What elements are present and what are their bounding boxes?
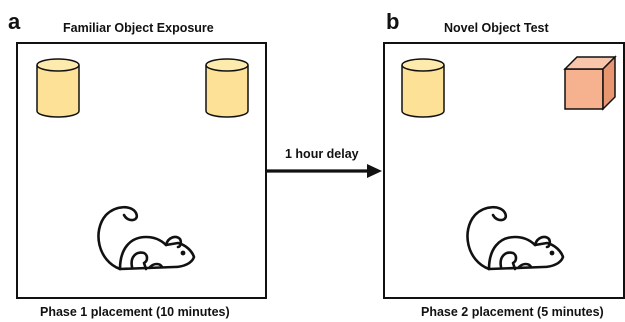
delay-label: 1 hour delay	[285, 147, 359, 161]
arena-phase-1	[16, 42, 267, 299]
cylinder-icon	[36, 58, 80, 118]
arena-phase-2	[383, 42, 625, 299]
panel-title-b: Novel Object Test	[444, 21, 549, 35]
arrow-icon	[267, 164, 382, 178]
caption-phase-2: Phase 2 placement (5 minutes)	[421, 305, 604, 319]
panel-title-a: Familiar Object Exposure	[63, 21, 214, 35]
panel-letter-b: b	[386, 9, 400, 34]
mouse-icon	[466, 205, 565, 271]
caption-phase-1: Phase 1 placement (10 minutes)	[40, 305, 230, 319]
panel-letter-a: a	[8, 9, 21, 34]
cube-icon	[563, 55, 617, 111]
mouse-icon	[97, 205, 196, 271]
cylinder-icon	[401, 58, 445, 118]
cylinder-icon	[205, 58, 249, 118]
